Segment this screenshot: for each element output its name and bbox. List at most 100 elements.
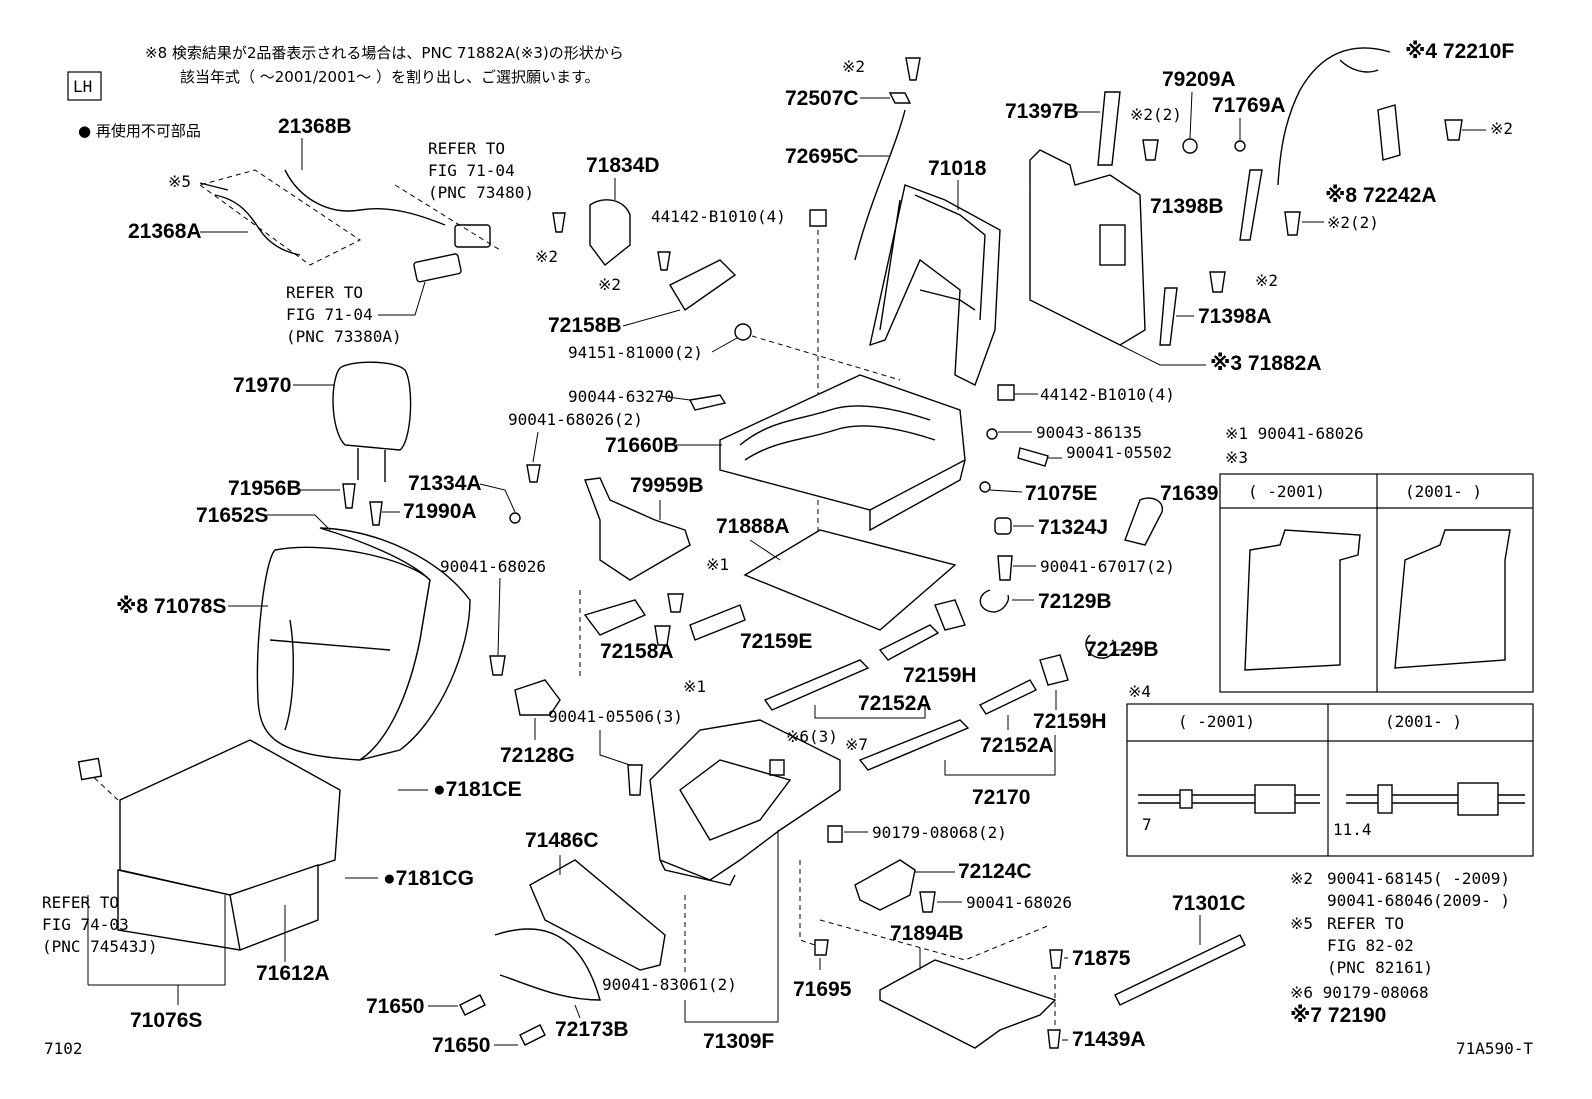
label-7181CG: ●7181CG bbox=[383, 867, 474, 890]
label-72158A: 72158A bbox=[600, 640, 674, 663]
headrest bbox=[332, 361, 412, 482]
label-71397B: 71397B bbox=[1005, 100, 1079, 123]
refer-1-line-1: REFER TO bbox=[428, 139, 505, 158]
refer-3-line-3: (PNC 74543J) bbox=[42, 937, 158, 956]
bracket-72158A bbox=[583, 599, 647, 636]
note-7: ※7 72190 bbox=[1290, 1004, 1386, 1027]
inset3-table: ( -2001) (2001- ) bbox=[1219, 473, 1534, 693]
label-90041-05502: 90041-05502 bbox=[1066, 443, 1172, 462]
inset4-col1-header: ( -2001) bbox=[1178, 712, 1255, 731]
cover-72128G bbox=[514, 679, 561, 716]
label-71309F: 71309F bbox=[703, 1030, 774, 1053]
rails-72152A bbox=[763, 624, 1037, 771]
label-71486C: 71486C bbox=[525, 829, 599, 852]
label-72159H-a: 72159H bbox=[903, 664, 977, 687]
label-72159E: 72159E bbox=[740, 630, 812, 653]
inset4-dim-1: 7 bbox=[1142, 815, 1152, 834]
cover-72124C bbox=[854, 859, 916, 911]
marker-2-2-a: ※2(2) bbox=[1130, 105, 1182, 124]
note-5-line-1: REFER TO bbox=[1327, 914, 1404, 933]
note-8-line-1: ※8 検索結果が2品番表示される場合は、PNC 71882A(※3)の形状から bbox=[145, 44, 624, 62]
inset4-dim-2: 11.4 bbox=[1333, 820, 1372, 839]
marker-2-2-b: ※2(2) bbox=[1327, 213, 1379, 232]
cover-71894B bbox=[879, 959, 1057, 1049]
label-71398A: 71398A bbox=[1198, 305, 1272, 328]
label-72158B: 72158B bbox=[548, 314, 622, 337]
label-71970: 71970 bbox=[233, 374, 291, 397]
label-90179: 90179-08068(2) bbox=[872, 823, 1007, 842]
label-44142-mid: 44142-B1010(4) bbox=[1040, 385, 1175, 404]
board-pre-2001 bbox=[1244, 529, 1361, 671]
wire-72173B bbox=[494, 928, 601, 1001]
inset3-col1-header: ( -2001) bbox=[1248, 482, 1325, 501]
page-code-left: 7102 bbox=[44, 1039, 83, 1058]
label-79959B: 79959B bbox=[630, 474, 704, 497]
note-5-line-3: (PNC 82161) bbox=[1327, 958, 1433, 977]
inset3-title: ※1 90041-68026 bbox=[1225, 424, 1364, 443]
label-72170: 72170 bbox=[972, 786, 1030, 809]
label-72152A-a: 72152A bbox=[858, 692, 932, 715]
label-71888A: 71888A bbox=[716, 515, 790, 538]
refer-2-line-1: REFER TO bbox=[286, 283, 363, 302]
refer-1-line-3: (PNC 73480) bbox=[428, 183, 534, 202]
label-71639: 71639 bbox=[1160, 482, 1218, 505]
seat-back bbox=[256, 527, 471, 761]
non-reusable-legend: ● 再使用不可部品 bbox=[78, 122, 201, 140]
label-72124C: 72124C bbox=[958, 860, 1032, 883]
bracket-72158B bbox=[669, 259, 737, 312]
label-71075E: 71075E bbox=[1025, 482, 1097, 505]
note-2-line-2: 90041-68046(2009- ) bbox=[1327, 891, 1510, 910]
label-21368B: 21368B bbox=[278, 115, 352, 138]
label-72242A: ※8 72242A bbox=[1325, 184, 1437, 207]
label-71301C: 71301C bbox=[1172, 892, 1246, 915]
label-71769A: 71769A bbox=[1212, 94, 1286, 117]
refer-2-line-3: (PNC 73380A) bbox=[286, 327, 402, 346]
label-71439A: 71439A bbox=[1072, 1028, 1146, 1051]
label-71078S: ※8 71078S bbox=[116, 595, 226, 618]
note-2-line-1: 90041-68145( -2009) bbox=[1327, 869, 1510, 888]
marker-5: ※5 bbox=[168, 172, 191, 191]
label-71956B: 71956B bbox=[228, 477, 302, 500]
label-71695: 71695 bbox=[793, 978, 852, 1001]
inset3-subtitle: ※3 bbox=[1225, 448, 1248, 467]
note-6: ※6 90179-08068 bbox=[1290, 983, 1429, 1002]
marker-2-c: ※2 bbox=[842, 57, 865, 76]
label-72695C: 72695C bbox=[785, 145, 859, 168]
pad-71888A bbox=[743, 529, 957, 631]
label-72129B-a: 72129B bbox=[1038, 590, 1112, 613]
marker-6-3: ※6(3) bbox=[786, 727, 838, 746]
base-frame-71309F bbox=[649, 719, 841, 886]
label-72128G: 72128G bbox=[500, 744, 575, 767]
label-90041-05506: 90041-05506(3) bbox=[548, 707, 683, 726]
bracket-79959B bbox=[584, 477, 691, 581]
strap-71301C bbox=[1114, 934, 1246, 1006]
cover-71486C bbox=[529, 859, 666, 971]
label-44142-top: 44142-B1010(4) bbox=[651, 207, 786, 226]
refer-3-line-2: FIG 74-03 bbox=[42, 915, 129, 934]
note-5-line-2: FIG 82-02 bbox=[1327, 936, 1414, 955]
label-72173B: 72173B bbox=[555, 1018, 629, 1041]
back-board-71882A bbox=[1029, 149, 1146, 346]
refer-2-line-2: FIG 71-04 bbox=[286, 305, 373, 324]
label-90041-68026-b: 90041-68026 bbox=[966, 893, 1072, 912]
label-72152A-b: 72152A bbox=[980, 734, 1054, 757]
inset4-table: ( -2001) (2001- ) 7 11.4 bbox=[1126, 703, 1534, 857]
page-code-right: 71A590-T bbox=[1456, 1039, 1533, 1058]
label-71894B: 71894B bbox=[890, 922, 964, 945]
label-71652S: 71652S bbox=[196, 504, 268, 527]
label-21368A: 21368A bbox=[128, 220, 202, 243]
seat-cushion bbox=[117, 739, 341, 951]
board-post-2001 bbox=[1394, 529, 1511, 669]
label-90041-68026-a: 90041-68026 bbox=[440, 557, 546, 576]
bracket-71639 bbox=[1124, 497, 1164, 546]
note-5-label: ※5 bbox=[1290, 914, 1313, 933]
label-71882A: ※3 71882A bbox=[1210, 352, 1322, 375]
label-72507C: 72507C bbox=[785, 87, 859, 110]
label-7181CE: ●7181CE bbox=[433, 778, 522, 801]
marker-1-a: ※1 bbox=[706, 555, 729, 574]
inset4-col2-header: (2001- ) bbox=[1385, 712, 1462, 731]
label-71398B: 71398B bbox=[1150, 195, 1224, 218]
marker-7: ※7 bbox=[845, 735, 868, 754]
frame-71018 bbox=[869, 184, 1001, 386]
